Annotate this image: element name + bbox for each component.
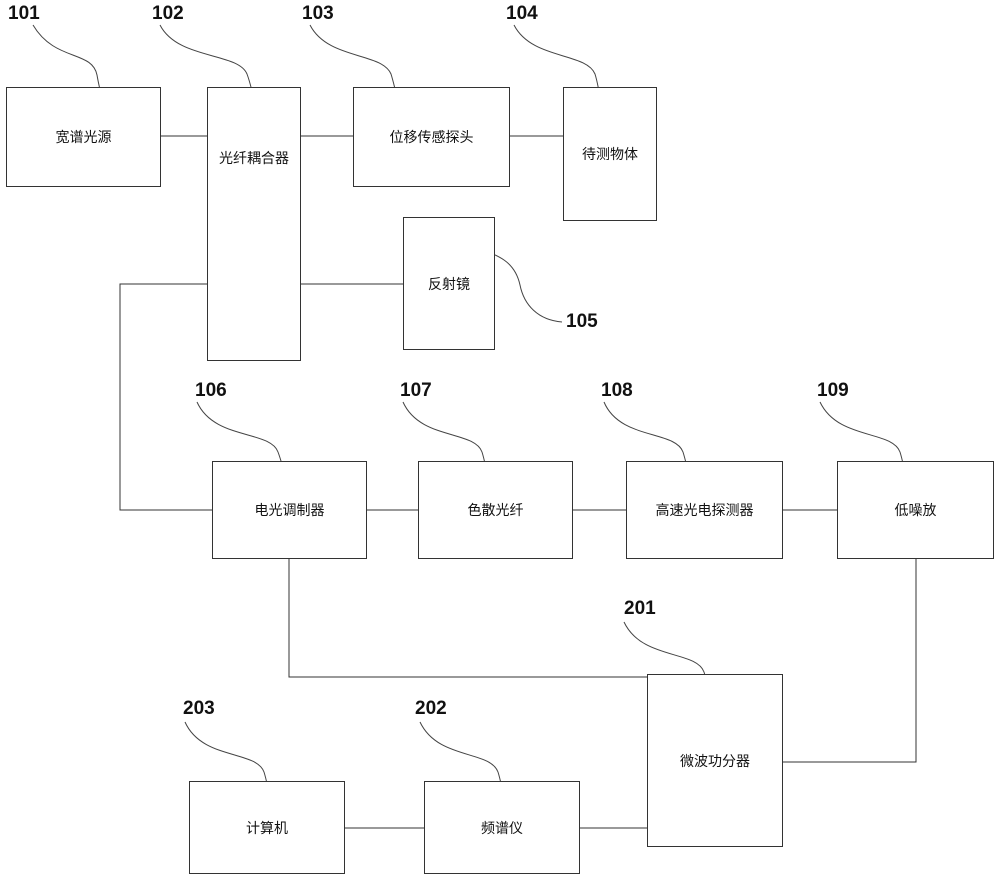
- block-label: 低噪放: [894, 503, 937, 519]
- ref-number-103: 103: [302, 3, 334, 24]
- fiber-coupler-block: 光纤耦合器: [207, 87, 301, 361]
- broadband-light-source-block: 宽谱光源: [6, 87, 161, 187]
- line-109-201: [783, 559, 917, 763]
- block-label: 反射镜: [428, 276, 470, 293]
- photodetector-block: 高速光电探测器: [626, 461, 783, 559]
- microwave-splitter-block: 微波功分器: [647, 674, 783, 847]
- test-object-block: 待测物体: [563, 87, 657, 221]
- ref-number-106: 106: [195, 380, 227, 401]
- block-label: 色散光纤: [467, 503, 524, 519]
- block-label: 位移传感探头: [389, 130, 474, 146]
- reflector-block: 反射镜: [403, 217, 495, 350]
- ref-number-201: 201: [624, 598, 656, 619]
- block-label: 高速光电探测器: [655, 503, 754, 519]
- block-label: 微波功分器: [680, 753, 750, 770]
- block-label: 计算机: [246, 820, 288, 837]
- computer-block: 计算机: [189, 781, 345, 874]
- block-label: 待测物体: [582, 147, 638, 163]
- ref-number-101: 101: [8, 3, 40, 24]
- ref-number-105: 105: [566, 311, 598, 332]
- displacement-probe-block: 位移传感探头: [353, 87, 510, 187]
- ref-number-102: 102: [152, 3, 184, 24]
- ref-number-109: 109: [817, 380, 849, 401]
- ref-number-107: 107: [400, 380, 432, 401]
- ref-number-104: 104: [506, 3, 538, 24]
- block-label: 光纤耦合器: [219, 151, 289, 167]
- spectrum-analyzer-block: 频谱仪: [424, 781, 580, 874]
- block-label: 宽谱光源: [55, 130, 112, 146]
- block-label: 电光调制器: [254, 503, 325, 519]
- ref-number-202: 202: [415, 698, 447, 719]
- block-label: 频谱仪: [481, 820, 523, 837]
- ref-number-203: 203: [183, 698, 215, 719]
- line-106-201: [288, 559, 647, 678]
- dispersion-fiber-block: 色散光纤: [418, 461, 573, 559]
- ref-number-108: 108: [601, 380, 633, 401]
- line-102-106: [119, 283, 212, 511]
- electro-optic-modulator-block: 电光调制器: [212, 461, 367, 559]
- low-noise-amplifier-block: 低噪放: [837, 461, 994, 559]
